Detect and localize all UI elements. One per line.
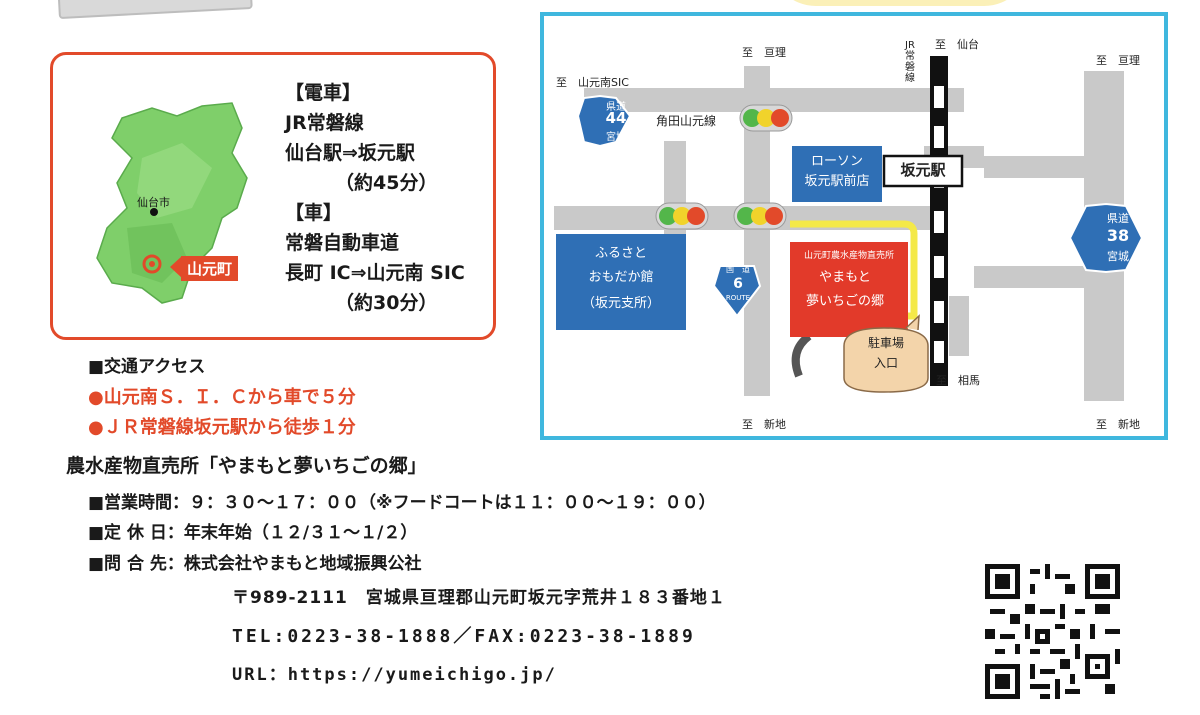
access-car: ●山元南Ｓ．Ｉ．Ｃから車で５分 [88,387,356,408]
sendai-label: 仙台市 [137,196,170,209]
dir-watari-right: 至 亘理 [1096,54,1140,67]
car-route: 長町 IC⇒山元南 SIC [285,262,465,284]
furusato-label-3: （坂元支所） [581,296,660,311]
dir-soma: 至 相馬 [936,374,980,387]
holiday: ■定 休 日：年末年始（１２/３１～１/２） [88,523,418,543]
car-road: 常磐自動車道 [285,232,400,254]
sendai-dot [150,208,158,216]
traffic-light-top [739,104,793,132]
car-heading: 【車】 [285,202,343,224]
address: 〒989-2111 宮城県亘理郡山元町坂元字荒井１８３番地１ [232,588,726,608]
furusato-block [556,234,686,330]
map-roads [554,56,1144,401]
yamamoto-marker [142,254,162,274]
tel-fax: TEL:0223-38-1888／FAX:0223-38-1889 [232,626,696,647]
shop-small-label: 山元町農水産物直売所 [803,251,894,261]
traffic-light-left [655,202,709,230]
route6-sign [712,265,762,318]
route44-bottom: 宮城 [606,132,626,143]
contact: ■問 合 先：株式会社やまもと地域振興公社 [88,554,422,574]
furusato-label-2: おもだか館 [588,270,654,285]
route38-bottom: 宮城 [1107,250,1129,263]
dir-sendai: 至 仙台 [935,38,979,51]
traffic-light-right [733,202,787,230]
station-label: 坂元駅 [900,161,946,179]
train-time: （約45分） [335,172,438,194]
station-box [882,154,964,188]
dir-watari-top: 至 亘理 [742,46,786,59]
route6-num: 6 [733,276,743,292]
car-time: （約30分） [335,292,438,314]
business-hours: ■営業時間：９：３０～１７：００（※フードコートは１１：００～１９：００） [88,493,716,513]
train-route: 仙台駅⇒坂元駅 [285,142,415,164]
route6-bottom: ROUTE [725,294,751,302]
route44-top: 県道 [606,102,626,113]
website-url[interactable]: URL：https://yumeichigo.jp/ [232,665,557,685]
furusato-label-1: ふるさと [594,246,647,261]
parking-curve [791,332,812,378]
dir-shinchi-left: 至 新地 [742,418,786,431]
dir-yamamotominami: 至 山元南SIC [556,76,629,89]
shop-label-2: 夢いちごの郷 [805,294,884,309]
jr-line-label: JR常磐線 [905,40,915,84]
shop-label-1: やまもと [819,270,871,285]
route-path-yellow [790,220,918,320]
route44-num: 44 [605,109,627,127]
dir-shinchi-right: 至 新地 [1096,418,1140,431]
parking-bubble [843,327,929,393]
shop-name: 農水産物直売所「やまもと夢いちごの郷」 [66,455,427,477]
access-walk: ●ＪＲ常磐線坂元駅から徒歩１分 [88,417,356,438]
top-photo-edge [57,0,253,20]
parking-label-2: 入口 [873,356,898,370]
route44-sign [576,94,632,148]
route38-num: 38 [1106,226,1130,245]
route38-sign [1068,202,1144,274]
yamamoto-label: 山元町 [181,256,239,281]
kakuda-line-label: 角田山元線 [656,114,717,128]
shop-block [790,242,908,337]
lawson-block [792,146,882,202]
lawson-label-1: ローソン [810,154,863,169]
parking-label-1: 駐車場 [867,336,904,350]
qr-code[interactable] [985,564,1120,699]
access-heading: ■交通アクセス [88,357,206,377]
top-banner-edge [770,0,1030,6]
yamamoto-pointer [170,256,182,278]
lawson-label-2: 坂元駅前店 [804,174,870,189]
route38-top: 県道 [1107,212,1129,225]
train-line: JR常磐線 [285,112,364,134]
train-heading: 【電車】 [285,82,362,104]
route6-top: 国 道 [726,265,750,274]
